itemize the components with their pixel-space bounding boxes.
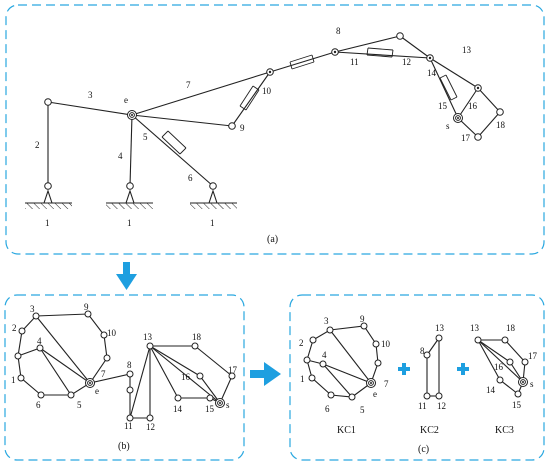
- kc1-chain: 1 2 3 4 5 6 7 9 10 e KC1: [299, 314, 391, 436]
- label-a-ground-2: 1: [127, 218, 132, 228]
- panel-c-frame: [289, 294, 545, 461]
- labels-b: 1 2 3 4 5 6 7 8 9 10 11 12 13 14 15 16 1…: [11, 302, 238, 432]
- ground-support-1: [25, 189, 72, 209]
- label-a-6: 6: [188, 173, 193, 183]
- label-a-7: 7: [186, 80, 191, 90]
- label-a-18: 18: [496, 120, 506, 130]
- caption-c: (c): [418, 444, 429, 455]
- label-a-10: 10: [262, 86, 272, 96]
- label-kc1-5: 5: [360, 405, 365, 415]
- label-kc2-8: 8: [420, 346, 425, 356]
- label-kc1-4: 4: [322, 350, 327, 360]
- label-kc3-14: 14: [486, 385, 496, 395]
- label-kc3-18: 18: [506, 323, 516, 333]
- label-kc2-12: 12: [437, 401, 446, 411]
- slider-6: [161, 130, 187, 155]
- panel-c: 1 2 3 4 5 6 7 9 10 e KC1 8: [289, 294, 545, 461]
- panel-a-frame: [5, 4, 545, 255]
- plus-icon-1: [398, 363, 410, 375]
- label-kc1-10: 10: [381, 339, 391, 349]
- links-b: [17, 313, 233, 419]
- label-b-17: 17: [228, 365, 238, 375]
- caption-b: (b): [118, 441, 130, 452]
- kc1-title: KC1: [337, 425, 356, 436]
- label-kc2-13: 13: [435, 323, 445, 333]
- label-b-12: 12: [146, 422, 155, 432]
- label-b-16: 16: [181, 372, 191, 382]
- label-b-6: 6: [36, 400, 41, 410]
- label-a-14: 14: [427, 68, 437, 78]
- slider-10: [239, 85, 260, 111]
- label-a-ground-3: 1: [210, 218, 215, 228]
- label-a-16: 16: [468, 101, 478, 111]
- label-b-14: 14: [173, 404, 183, 414]
- label-b-e: e: [95, 386, 99, 396]
- slider-14-15: [439, 74, 458, 101]
- label-a-8: 8: [336, 26, 341, 36]
- label-b-1: 1: [11, 375, 16, 385]
- label-kc3-15: 15: [512, 400, 522, 410]
- label-kc1-6: 6: [325, 404, 330, 414]
- label-b-11: 11: [124, 421, 133, 431]
- label-b-18: 18: [192, 332, 202, 342]
- plus-icon-2: [457, 363, 469, 375]
- joints-a: [44, 32, 504, 190]
- slider-11-12: [366, 47, 394, 58]
- label-kc1-1: 1: [300, 374, 305, 384]
- ground-support-2: [106, 189, 153, 209]
- label-kc3-s: s: [530, 379, 534, 389]
- label-a-e: e: [124, 95, 128, 105]
- label-b-5: 5: [77, 400, 82, 410]
- label-a-5: 5: [143, 132, 148, 142]
- label-kc1-2: 2: [299, 338, 304, 348]
- label-b-2: 2: [12, 323, 17, 333]
- label-b-9: 9: [84, 302, 89, 312]
- label-a-ground-1: 1: [45, 218, 50, 228]
- label-a-12: 12: [402, 57, 411, 67]
- label-kc3-13: 13: [470, 323, 480, 333]
- down-arrow-icon: [116, 262, 137, 290]
- label-kc1-3: 3: [324, 316, 329, 326]
- label-b-15: 15: [205, 404, 215, 414]
- label-kc2-11: 11: [418, 401, 427, 411]
- label-b-13: 13: [143, 332, 153, 342]
- caption-a: (a): [267, 234, 278, 245]
- label-b-3: 3: [30, 304, 35, 314]
- label-a-4: 4: [118, 151, 123, 161]
- label-kc1-e: e: [373, 389, 377, 399]
- label-a-3: 3: [88, 90, 93, 100]
- kc3-title: KC3: [495, 425, 514, 436]
- label-b-8: 8: [127, 360, 132, 370]
- links-a: [47, 35, 501, 187]
- slider-8: [289, 54, 315, 70]
- kc2-title: KC2: [420, 425, 439, 436]
- label-a-9: 9: [240, 123, 245, 133]
- panel-b: 1 2 3 4 5 6 7 8 9 10 11 12 13 14 15 16 1…: [4, 294, 245, 461]
- label-kc1-9: 9: [360, 314, 365, 324]
- label-a-15: 15: [438, 101, 448, 111]
- panel-a: 1 1 1 2 3 4 5 6 7 8 9 10 11 12 13 14 15 …: [5, 4, 545, 255]
- labels-a: 1 1 1 2 3 4 5 6 7 8 9 10 11 12 13 14 15 …: [35, 26, 506, 228]
- label-kc3-16: 16: [494, 362, 504, 372]
- right-arrow-icon: [250, 362, 281, 386]
- label-b-7: 7: [101, 369, 106, 379]
- label-kc3-17: 17: [528, 351, 538, 361]
- joints-b: [14, 310, 236, 422]
- label-kc1-7: 7: [384, 379, 389, 389]
- label-a-17: 17: [461, 133, 471, 143]
- kc3-chain: 13 14 15 16 17 18 s KC3: [470, 323, 538, 436]
- label-b-s: s: [226, 400, 230, 410]
- label-a-11: 11: [350, 57, 359, 67]
- kc2-chain: 8 11 12 13 KC2: [418, 323, 446, 436]
- label-b-4: 4: [37, 336, 42, 346]
- panel-b-frame: [4, 294, 245, 461]
- label-a-13: 13: [462, 45, 472, 55]
- label-a-s: s: [446, 121, 450, 131]
- ground-support-3: [190, 189, 237, 209]
- label-b-10: 10: [107, 328, 117, 338]
- label-a-2: 2: [35, 140, 40, 150]
